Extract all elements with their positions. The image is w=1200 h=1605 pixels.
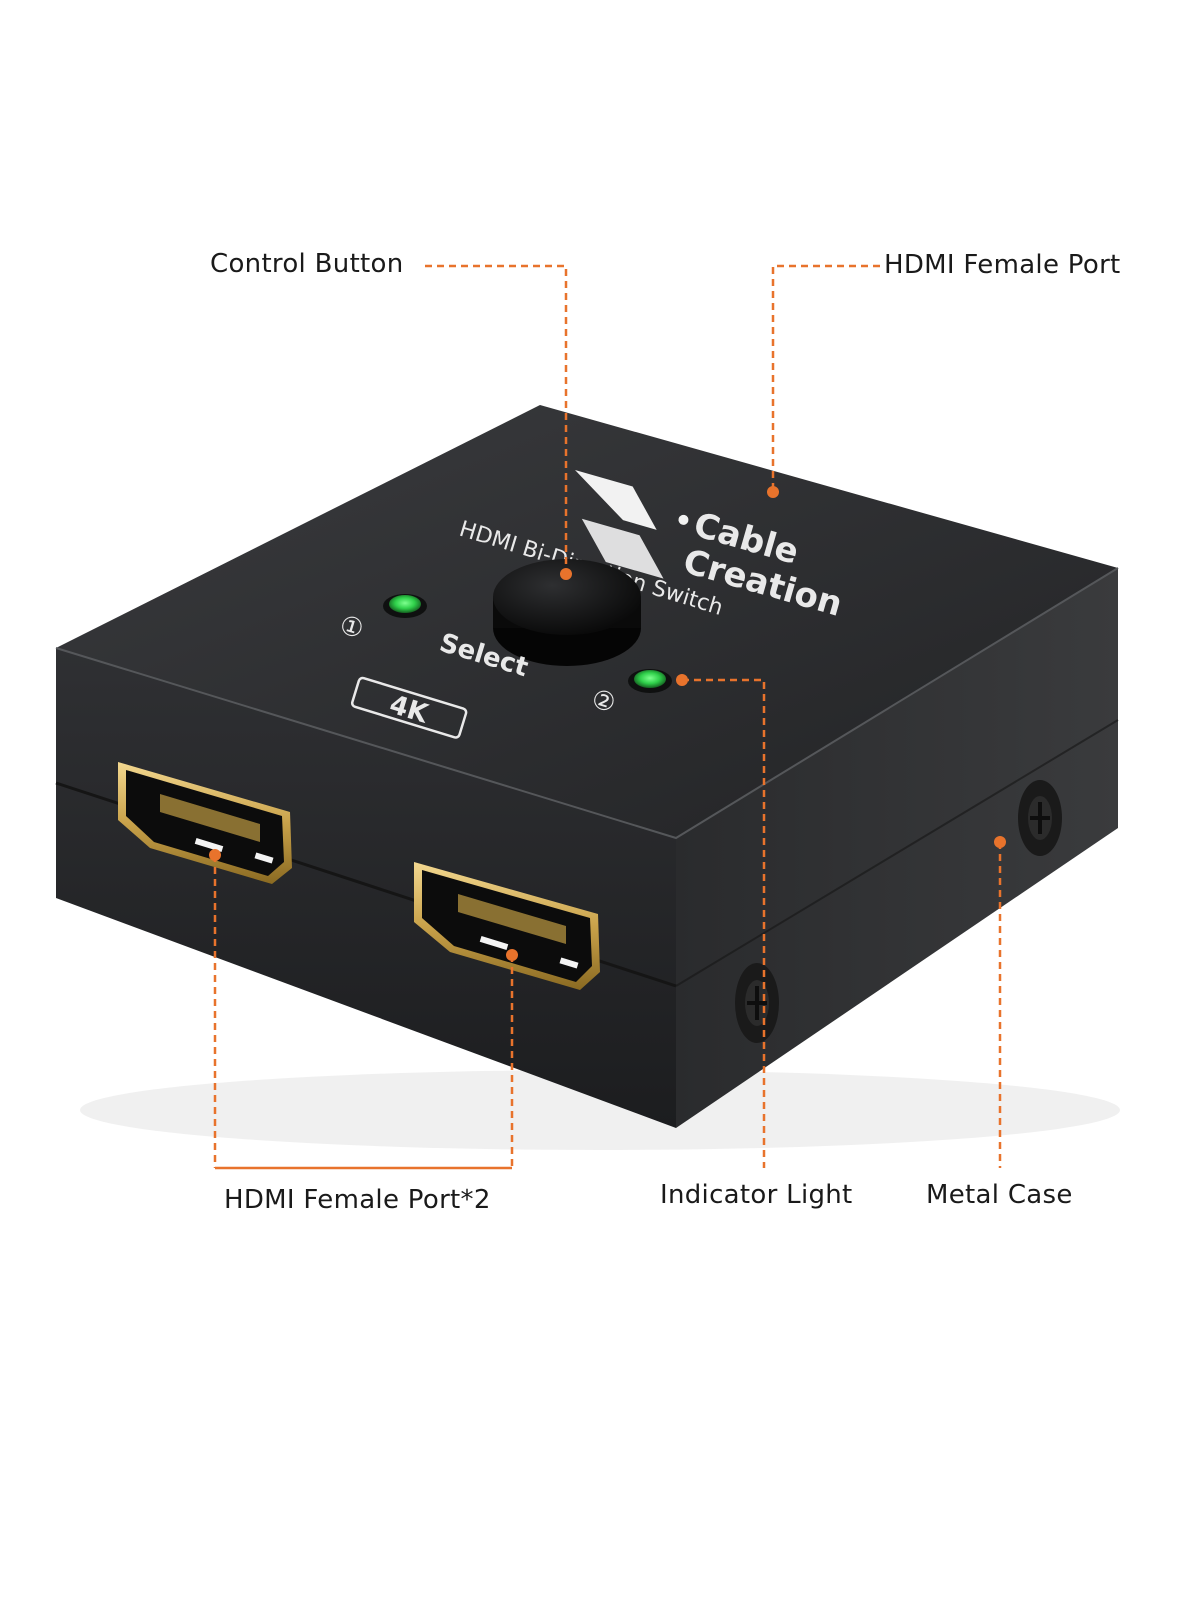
indicator-light-leader xyxy=(682,678,766,1168)
label-indicator-light: Indicator Light xyxy=(660,1180,853,1210)
hdmi-port-2[interactable] xyxy=(414,862,600,990)
case-side-face xyxy=(676,568,1118,1128)
label-hdmi-female-port-2: HDMI Female Port*2 xyxy=(224,1185,491,1215)
screw-icon xyxy=(735,963,779,1043)
callout-dots xyxy=(209,486,1006,961)
label-hdmi-female-port: HDMI Female Port xyxy=(884,250,1121,280)
label-metal-case: Metal Case xyxy=(926,1180,1073,1210)
drop-shadow xyxy=(80,1070,1120,1150)
select-button[interactable] xyxy=(493,559,641,666)
callout-lines xyxy=(213,264,1002,1170)
label-control-button: Control Button xyxy=(210,249,404,279)
hdmi-port-leader xyxy=(771,264,880,492)
logo-mark xyxy=(575,470,657,530)
screw-icon xyxy=(1018,780,1062,856)
indicator-led-2 xyxy=(628,669,672,693)
hdmi-port-1[interactable] xyxy=(118,762,292,884)
case-seam-side xyxy=(675,719,1119,987)
indicator-led-1 xyxy=(383,594,427,618)
case-front-face xyxy=(56,648,676,1128)
case-edge-highlight xyxy=(55,567,1119,840)
